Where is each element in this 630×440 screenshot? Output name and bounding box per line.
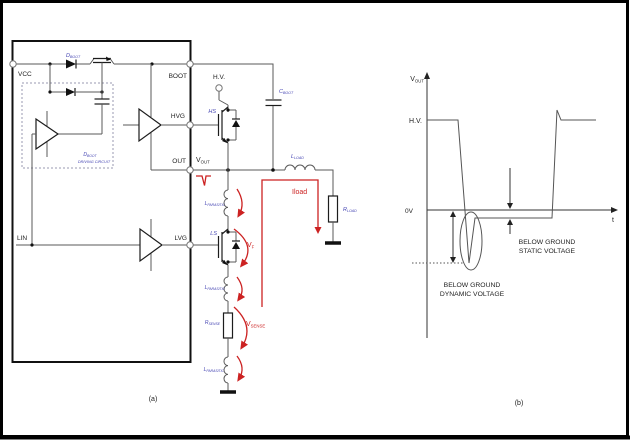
hv-terminal [215, 84, 229, 106]
ls-igbt [217, 228, 240, 266]
ls-label: LS [210, 231, 217, 237]
dynamic-annotation-line2: DYNAMIC VOLTAGE [440, 291, 505, 298]
lparasitic-arc-1 [236, 188, 245, 218]
hv-level-label: H.V. [409, 118, 422, 125]
lparasitic-inductor-2 [223, 276, 229, 302]
dboot-diode [66, 59, 77, 69]
dboot-driving-circuit-box [21, 82, 114, 169]
zero-level-label: 0V [405, 208, 414, 215]
dynamic-dip-ellipse [459, 211, 483, 271]
pin-label-boot: BOOT [169, 73, 187, 80]
vout-waveform [427, 109, 596, 264]
cboot-capacitor [265, 99, 282, 107]
x-axis-label: t [612, 217, 614, 224]
lparasitic-arc-3 [236, 355, 246, 382]
driving-circuit-label-1: DBOOT [83, 152, 97, 158]
gate-driver-ic-outline [11, 40, 192, 363]
rload-label: RLOAD [343, 207, 357, 213]
lload-inductor [284, 164, 316, 171]
cboot-label: CBOOT [279, 89, 294, 95]
vsense-arc [233, 306, 249, 350]
rload-resistor [327, 195, 339, 223]
vsense-label: VSENSE [246, 321, 265, 329]
y-axis-label: VOUT [410, 76, 424, 84]
y-axis-arrowhead [424, 72, 430, 79]
iload-arrowhead [314, 227, 322, 234]
static-annotation-line2: STATIC VOLTAGE [519, 248, 576, 255]
pin-label-lin: LIN [17, 235, 27, 242]
red-annotations [196, 175, 322, 382]
hvg-buffer [123, 64, 187, 170]
dynamic-voltage-arrow [450, 211, 456, 263]
lvg-buffer [16, 219, 187, 271]
lparasitic-label-3: LPARASITIC [204, 367, 225, 373]
hs-igbt [217, 105, 240, 170]
iload-label: Iload [292, 189, 307, 196]
mosfet-arrow [106, 56, 111, 61]
dynamic-annotation-line1: BELOW GROUND [444, 282, 501, 289]
driving-circuit-label-2: DRIVING CIRCUIT [78, 160, 111, 164]
pin-vcc [9, 60, 17, 68]
internal-diode [66, 88, 75, 96]
x-axis-arrowhead [611, 207, 618, 213]
lparasitic-arc-2 [236, 276, 246, 302]
negative-spike-glyph [196, 175, 211, 186]
caption-b: (b) [515, 400, 524, 407]
waveform-graph: VOUT H.V. 0V t BELOW GROUND STATIC VOLTA… [405, 72, 618, 407]
lload-label: LLOAD [291, 154, 304, 160]
pin-label-vcc: VCC [18, 71, 32, 78]
lparasitic-inductor-3 [223, 356, 229, 384]
dboot-label: DBOOT [66, 53, 81, 59]
internal-capacitor [94, 98, 110, 105]
vout-node-label: VOUT [196, 157, 210, 165]
vf-label: VF [247, 242, 255, 250]
pin-hvg [186, 121, 194, 129]
static-annotation-line1: BELOW GROUND [519, 239, 576, 246]
external-wires [193, 63, 285, 246]
lparasitic-inductor-1 [223, 189, 229, 217]
vcc-boot-rail [16, 56, 187, 69]
lparasitic-label-2: LPARASITIC [205, 285, 226, 291]
static-voltage-arrows [507, 168, 513, 234]
hs-label: HS [208, 109, 216, 115]
hv-label: H.V. [213, 74, 225, 81]
low-side-chain [217, 170, 240, 394]
pin-label-hvg: HVG [171, 113, 185, 120]
lparasitic-label-1: LPARASITIC [205, 201, 226, 207]
circuit-schematic: VCC LIN BOOT HVG OUT LVG H.V. VOUT DBOOT… [9, 40, 357, 403]
dboot-driving-circuit [31, 62, 110, 245]
rsense-resistor [222, 312, 234, 339]
iload-current-path [261, 179, 319, 307]
hvg-buffer-triangle [138, 107, 163, 143]
caption-a: (a) [149, 396, 158, 403]
pin-label-lvg: LVG [174, 235, 187, 242]
vf-arc [233, 228, 249, 268]
load-branch [284, 164, 341, 245]
rsense-label: RSENSE [205, 320, 221, 326]
pin-lvg [186, 241, 194, 249]
pin-boot [186, 60, 194, 68]
lvg-buffer-triangle [139, 227, 164, 263]
pin-out [186, 166, 194, 174]
pin-label-out: OUT [172, 158, 186, 165]
